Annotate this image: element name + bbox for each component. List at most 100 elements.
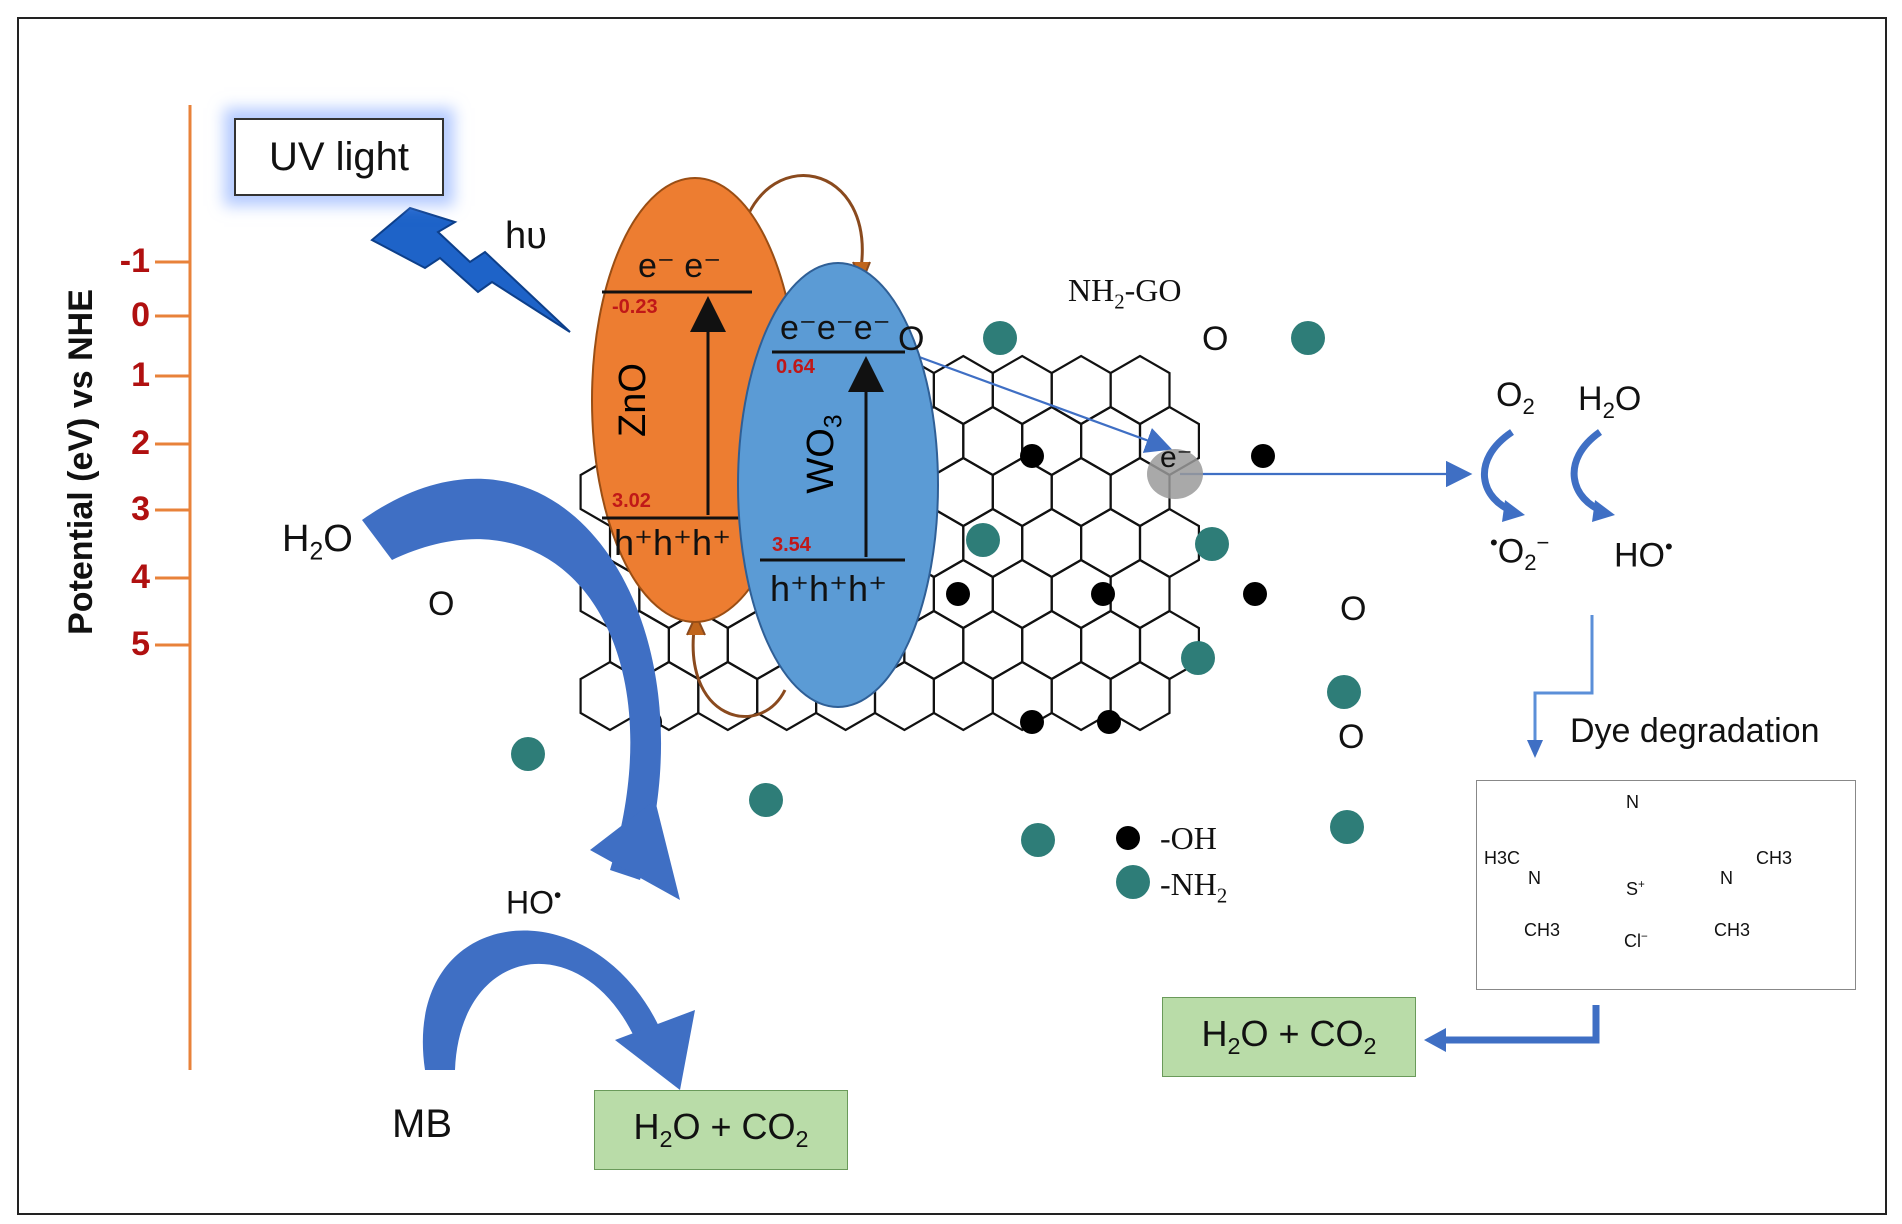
- hexagon-ring: [932, 456, 994, 528]
- mol-bottom-right-methyl: CH3: [1714, 920, 1751, 940]
- zno-label: ZnO: [612, 363, 654, 437]
- hydroxyl-group-dot: [1251, 444, 1275, 468]
- hexagon-ring: [962, 609, 1024, 681]
- right-products-label: H2O + CO2: [1201, 1013, 1377, 1060]
- mol-right-n: N: [1720, 868, 1733, 888]
- amine-group-dot: [1021, 823, 1055, 857]
- mol-cl-label: Cl−: [1624, 930, 1648, 951]
- electron-transfer-brown-arrow: [738, 174, 864, 276]
- hexagon-ring: [962, 405, 1024, 477]
- graphene-electron: e⁻: [1160, 441, 1193, 474]
- hexagon-ring: [1079, 609, 1142, 681]
- electron-spot: [1147, 449, 1203, 499]
- water-right-label: H2O: [1578, 380, 1642, 423]
- hexagon-ring: [1079, 507, 1142, 579]
- o2-reduction-arrow: [1481, 429, 1517, 516]
- axis-tick-label: 0: [131, 296, 150, 334]
- legend-oh-label: -OH: [1160, 820, 1217, 856]
- wo3-holes: h⁺h⁺h⁺: [770, 568, 888, 609]
- mol-left-n: N: [1528, 868, 1541, 888]
- zno-vb-value: 3.02: [612, 490, 651, 512]
- hexagon-ring: [1109, 558, 1171, 630]
- right-products-box: H2O + CO2: [1162, 997, 1416, 1077]
- wo3-vb-value: 3.54: [772, 534, 811, 556]
- left-products-label: H2O + CO2: [633, 1106, 809, 1153]
- zno-cb-value: -0.23: [612, 296, 658, 318]
- legend-oh-dot: [1116, 826, 1140, 850]
- legend-nh2-dot: [1116, 865, 1150, 899]
- water-label: H2O: [282, 518, 353, 566]
- axis-tick-label: 1: [131, 356, 150, 394]
- carbonyl-oxygen-label: O: [428, 585, 455, 623]
- carbonyl-oxygen-label: O: [1338, 718, 1365, 756]
- amine-group-dot: [983, 321, 1017, 355]
- hexagon-ring: [1021, 507, 1083, 579]
- hole-transfer-brown-arrow: [691, 621, 787, 718]
- hydroxyl-radical-label: HO•: [506, 884, 562, 921]
- h2o-oxidation-arrow: [1570, 429, 1607, 516]
- hexagon-ring: [932, 660, 994, 732]
- hydroxyl-group-dot: [1097, 710, 1121, 734]
- amine-group-dot: [511, 737, 545, 771]
- electron-transfer-arrow: [899, 348, 1173, 453]
- zno-electrons: e⁻ e⁻: [638, 247, 722, 285]
- axis-tick-label: 5: [131, 625, 150, 663]
- hexagon-ring: [1050, 456, 1112, 528]
- mol-n-label: N: [1626, 792, 1639, 812]
- figure-frame: [17, 17, 1887, 1215]
- hexagon-ring: [1109, 354, 1171, 426]
- amine-group-dot: [1291, 321, 1325, 355]
- superoxide-label: •O2−: [1490, 530, 1550, 576]
- amine-group-dot: [966, 523, 1000, 557]
- hydroxyl-group-dot: [1243, 582, 1267, 606]
- uv-light-label: UV light: [268, 134, 410, 179]
- mol-left-methyl: H3C: [1484, 848, 1521, 868]
- amine-group-dot: [1330, 810, 1364, 844]
- amine-group-dot: [749, 783, 783, 817]
- wo3-band-ellipse: [737, 262, 939, 708]
- amine-group-dot: [1327, 675, 1361, 709]
- legend-nh2-label: -NH2: [1160, 866, 1228, 908]
- axis-tick-label: 3: [131, 490, 150, 528]
- mol-s-label: S+: [1626, 878, 1645, 899]
- hexagon-ring: [1138, 507, 1201, 579]
- oxygen-label: O2: [1496, 376, 1535, 419]
- hexagon-ring: [991, 558, 1053, 630]
- support-label: NH2-GO: [1068, 272, 1182, 314]
- h2o-to-radical-curved-arrow: [362, 478, 662, 880]
- left-products-box: H2O + CO2: [594, 1090, 848, 1170]
- hydroxyl-group-dot: [1091, 582, 1115, 606]
- mb-label: MB: [392, 1102, 452, 1146]
- axis-tick-label: 2: [131, 424, 150, 462]
- amine-group-dot: [1195, 527, 1229, 561]
- dye-degradation-label: Dye degradation: [1570, 712, 1820, 750]
- hydroxyl-group-dot: [1020, 444, 1044, 468]
- lightning-bolt-icon: [370, 206, 571, 333]
- wo3-cb-value: 0.64: [776, 356, 815, 378]
- carbonyl-oxygen-label: O: [898, 320, 925, 358]
- axis-tick-label: 4: [131, 558, 150, 596]
- wo3-electrons: e⁻e⁻e⁻: [780, 309, 891, 347]
- to-products-arrow: [1436, 1005, 1600, 1044]
- methylene-blue-box: [1476, 780, 1856, 990]
- wo3-label: WO3: [800, 414, 848, 494]
- to-dye-degradation-arrow: [1533, 615, 1594, 745]
- mol-bottom-left-methyl: CH3: [1524, 920, 1561, 940]
- amine-group-dot: [1181, 641, 1215, 675]
- axis-tick-label: -1: [119, 242, 150, 280]
- hexagon-ring: [1079, 405, 1142, 477]
- mol-right-methyl: CH3: [1756, 848, 1793, 868]
- hexagon-ring: [1021, 609, 1083, 681]
- carbonyl-oxygen-label: O: [1340, 590, 1367, 628]
- zno-holes: h⁺h⁺h⁺: [614, 522, 732, 563]
- potential-axis: [155, 105, 192, 1070]
- hydroxyl-group-dot: [1020, 710, 1044, 734]
- hexagon-ring: [991, 354, 1053, 426]
- hexagon-ring: [991, 456, 1053, 528]
- hexagon-ring: [1050, 354, 1112, 426]
- hydroxyl-right-label: HO•: [1614, 534, 1673, 575]
- hydroxyl-group-dot: [946, 582, 970, 606]
- mb-degradation-curved-arrow: [422, 930, 665, 1070]
